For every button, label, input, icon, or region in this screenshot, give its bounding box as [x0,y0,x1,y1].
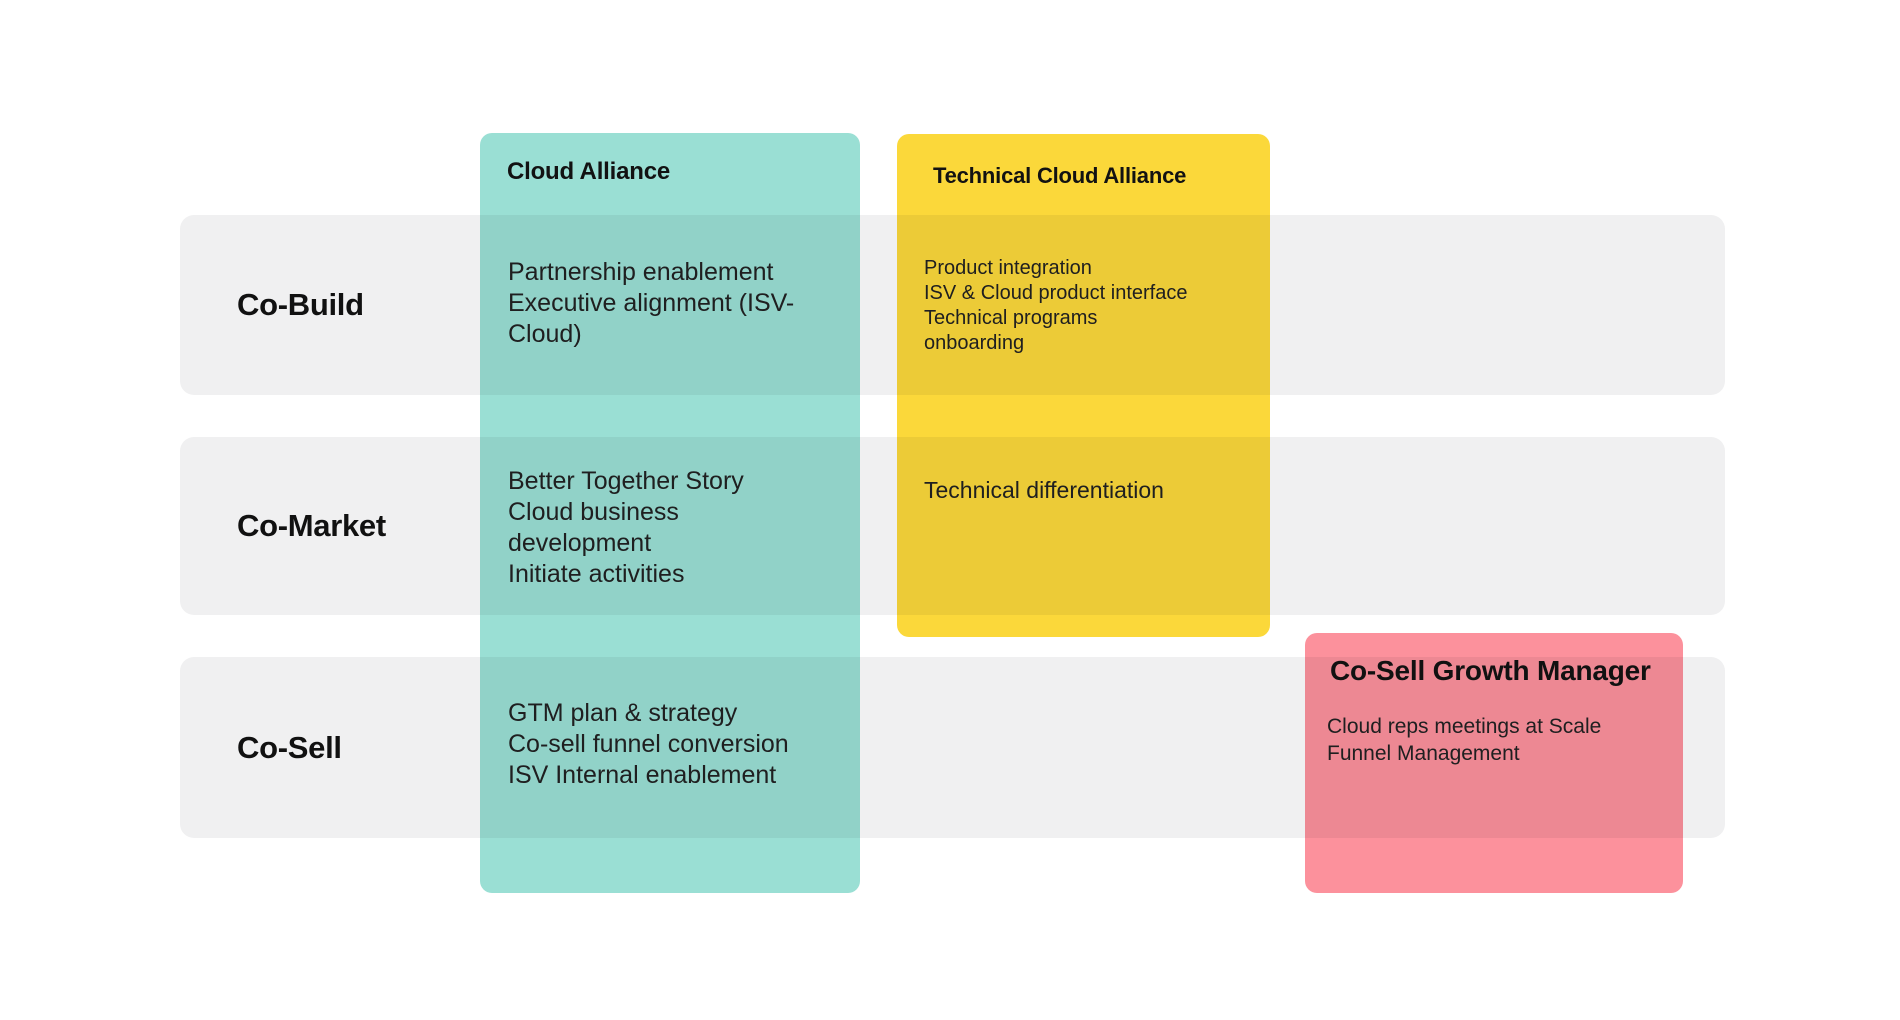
text-line: ISV Internal enablement [508,761,777,789]
text-line: Co-sell funnel conversion [508,730,789,758]
text-line: Better Together Story [508,467,744,495]
text-line: Partnership enablement [508,258,774,286]
column-title-co-sell-growth-manager: Co-Sell Growth Manager [1330,655,1651,686]
text-line: ISV & Cloud product interface [924,282,1188,304]
cell-technical-co-market: Technical differentiation [924,475,1164,505]
text-line: Technical programs [924,307,1098,329]
text-line: Initiate activities [508,560,685,588]
column-title-technical-cloud-alliance: Technical Cloud Alliance [933,163,1187,188]
column-co-sell-growth-manager: Co-Sell Growth Manager Cloud reps meetin… [1305,633,1683,893]
text-line: Technical differentiation [924,477,1164,503]
text-line: development [508,529,652,557]
text-line: Cloud reps meetings at Scale [1327,715,1602,738]
text-line: GTM plan & strategy [508,699,738,727]
text-line: onboarding [924,332,1025,354]
text-line: Product integration [924,257,1092,279]
column-technical-cloud-alliance: Technical Cloud Alliance Product integra… [897,134,1270,637]
row-label-co-build: Co-Build [237,287,364,322]
row-label-co-sell: Co-Sell [237,729,342,765]
row-label-co-market: Co-Market [237,508,386,543]
text-line: Cloud business [508,498,679,526]
column-title-cloud-alliance: Cloud Alliance [507,158,670,185]
text-line: Executive alignment (ISV- [508,289,795,317]
text-line: Funnel Management [1327,742,1520,765]
text-line: Cloud) [508,320,582,348]
